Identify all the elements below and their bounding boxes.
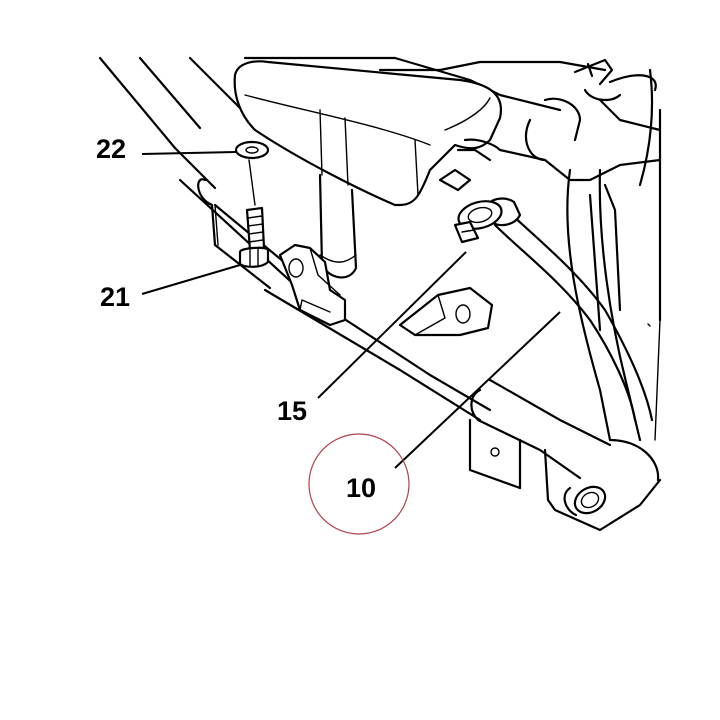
callout-10: 10	[346, 473, 376, 503]
left-bracket	[278, 243, 347, 327]
frame-structure	[98, 56, 662, 532]
leader-line-15	[317, 251, 467, 399]
callout-22: 22	[96, 134, 126, 164]
reservoir-tank	[233, 60, 503, 279]
callout-15: 15	[277, 396, 307, 426]
highlight-circle	[308, 433, 410, 535]
washer-part-22	[234, 140, 270, 160]
mounting-bracket	[398, 286, 494, 337]
hose-clamp-part-15	[453, 200, 503, 244]
leader-lines	[141, 151, 561, 469]
leader-line-22	[141, 151, 237, 155]
leader-line-21	[141, 264, 241, 295]
leader-line-10	[394, 311, 561, 469]
callout-21: 21	[100, 282, 130, 312]
screw-part-21	[238, 159, 270, 268]
